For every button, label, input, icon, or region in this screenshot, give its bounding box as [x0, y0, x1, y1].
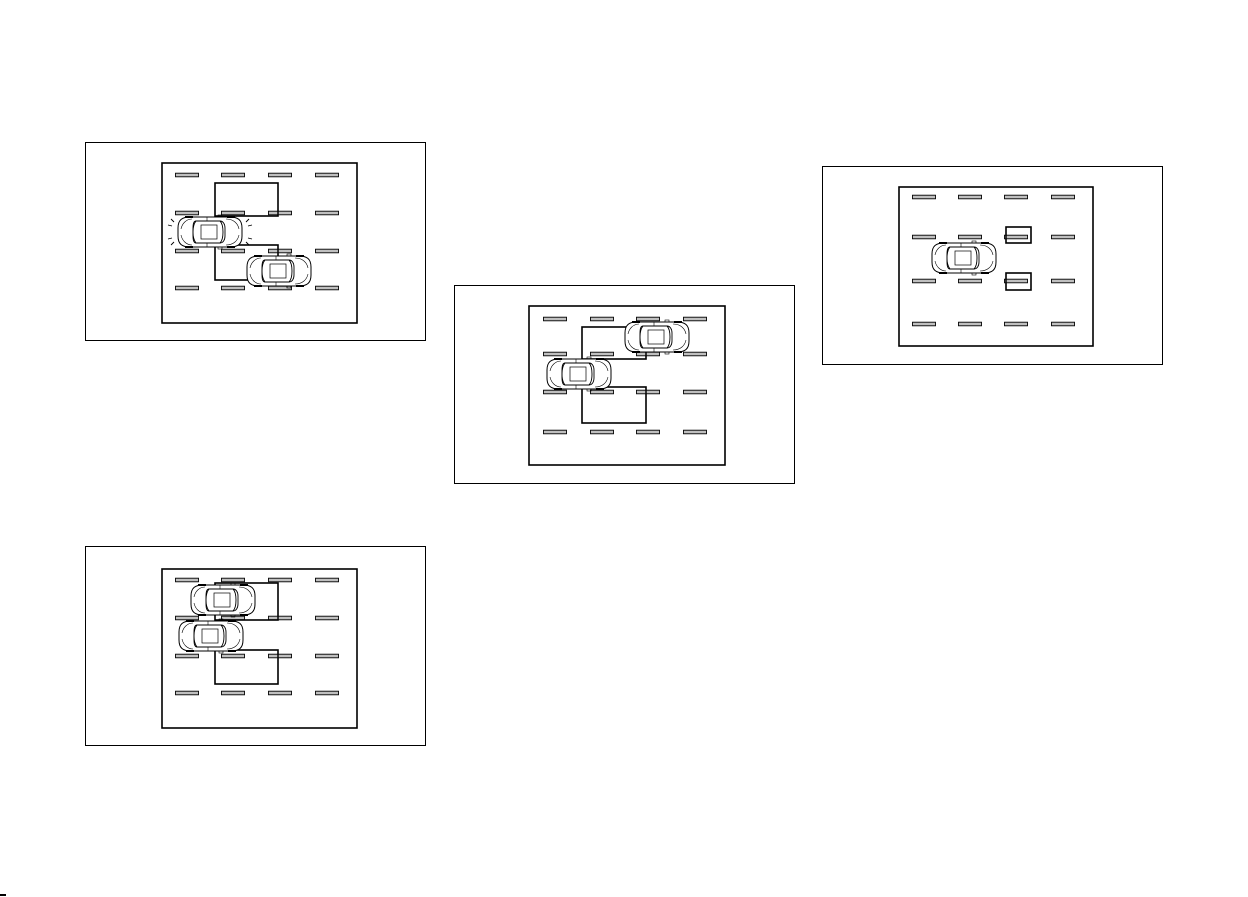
lane-marker-r3-c4 — [316, 249, 339, 253]
lane-marker-r3-c4 — [1052, 279, 1075, 283]
lane-marker-r4-c1 — [176, 286, 199, 290]
figure-2-car-in-zone — [85, 546, 426, 746]
lane-marker-r2-c1 — [176, 616, 199, 620]
lane-marker-r1-c2 — [222, 173, 245, 177]
diagram-canvas — [455, 286, 794, 483]
figure-3-car-passing-zone — [454, 285, 795, 484]
lane-marker-r4-c4 — [316, 691, 339, 695]
lane-marker-r4-c3 — [269, 691, 292, 695]
lane-marker-r2-c1 — [913, 235, 936, 239]
lane-marker-r3-c1 — [544, 390, 567, 394]
lane-marker-r3-c3 — [269, 249, 292, 253]
lane-marker-r4-c2 — [222, 286, 245, 290]
lane-marker-r2-c2 — [959, 235, 982, 239]
lane-marker-r2-c4 — [316, 211, 339, 215]
lane-marker-r3-c3 — [637, 390, 660, 394]
lane-marker-r2-c1 — [544, 352, 567, 356]
lane-marker-r3-c4 — [684, 390, 707, 394]
lane-marker-r3-c1 — [913, 279, 936, 283]
car-2 — [247, 254, 311, 288]
lane-marker-r1-c2 — [591, 317, 614, 321]
lane-marker-r1-c1 — [176, 578, 199, 582]
lane-marker-r1-c1 — [913, 195, 936, 199]
lane-marker-r4-c1 — [176, 691, 199, 695]
lane-marker-r1-c3 — [1005, 195, 1028, 199]
car-1 — [625, 320, 689, 354]
diagram-canvas — [86, 143, 425, 340]
lane-marker-r4-c2 — [591, 430, 614, 434]
lane-marker-r2-c4 — [684, 352, 707, 356]
lane-marker-r3-c2 — [591, 390, 614, 394]
lane-marker-r1-c1 — [544, 317, 567, 321]
lane-marker-r1-c4 — [1052, 195, 1075, 199]
diagram-canvas — [86, 547, 425, 745]
lane-marker-r1-c4 — [684, 317, 707, 321]
lane-marker-r1-c3 — [269, 578, 292, 582]
lane-marker-r1-c4 — [316, 173, 339, 177]
lane-marker-r2-c4 — [316, 616, 339, 620]
page-corner-mark — [0, 894, 6, 896]
lane-marker-r4-c3 — [637, 430, 660, 434]
lane-marker-r3-c2 — [959, 279, 982, 283]
lane-marker-r2-c4 — [1052, 235, 1075, 239]
lane-marker-r2-c3 — [269, 211, 292, 215]
lane-marker-r4-c2 — [959, 322, 982, 326]
figure-1-sensor-detection — [85, 142, 426, 341]
lane-marker-r4-c1 — [913, 322, 936, 326]
lane-marker-r4-c4 — [684, 430, 707, 434]
lane-marker-r2-c2 — [591, 352, 614, 356]
lane-marker-r1-c2 — [959, 195, 982, 199]
car-2 — [179, 619, 243, 653]
lane-marker-r2-c2 — [222, 211, 245, 215]
lane-marker-r4-c1 — [544, 430, 567, 434]
lane-marker-r1-c3 — [637, 317, 660, 321]
lane-marker-r1-c3 — [269, 173, 292, 177]
lane-marker-r1-c2 — [222, 578, 245, 582]
lane-marker-r1-c4 — [316, 578, 339, 582]
car-1 — [178, 215, 242, 249]
lane-marker-r3-c4 — [316, 654, 339, 658]
car-1 — [191, 583, 255, 617]
lane-marker-r4-c2 — [222, 691, 245, 695]
figure-4-stationary-objects — [822, 166, 1163, 365]
lane-marker-r4-c4 — [1052, 322, 1075, 326]
lane-marker-r4-c3 — [1005, 322, 1028, 326]
lane-marker-r3-c3 — [1005, 279, 1028, 283]
car-1 — [932, 241, 996, 275]
lane-marker-r3-c1 — [176, 654, 199, 658]
lane-marker-r3-c1 — [176, 249, 199, 253]
lane-marker-r1-c1 — [176, 173, 199, 177]
car-2 — [547, 357, 611, 391]
lane-marker-r3-c2 — [222, 654, 245, 658]
lane-marker-r4-c4 — [316, 286, 339, 290]
lane-marker-r3-c2 — [222, 249, 245, 253]
diagram-canvas — [823, 167, 1162, 364]
lane-marker-r2-c1 — [176, 211, 199, 215]
lane-marker-r3-c3 — [269, 654, 292, 658]
lane-marker-r2-c3 — [1005, 235, 1028, 239]
